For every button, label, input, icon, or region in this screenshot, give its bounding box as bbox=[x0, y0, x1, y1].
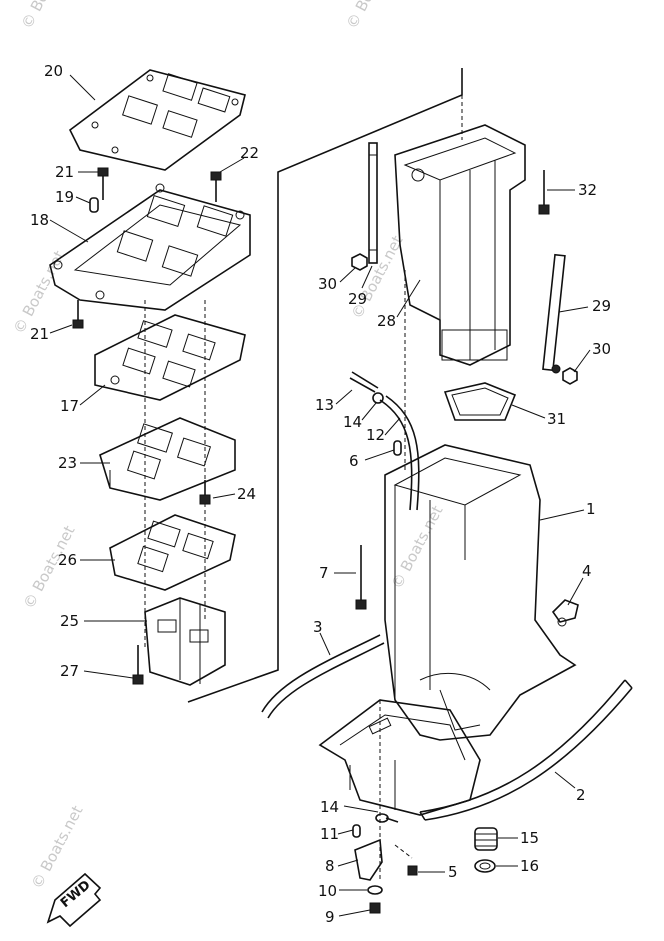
part-28-exhaust-housing bbox=[394, 124, 526, 366]
part-5-screw bbox=[394, 844, 418, 876]
part-21-bolt-top bbox=[97, 167, 109, 200]
callout-9: 9 bbox=[325, 908, 335, 926]
part-7-bolt bbox=[355, 545, 367, 610]
part-lower-extension bbox=[318, 699, 481, 816]
part-18-exhaust-plate bbox=[49, 183, 251, 311]
callout-12: 12 bbox=[366, 426, 385, 444]
part-14-seal-bottom bbox=[375, 813, 399, 823]
callout-10: 10 bbox=[318, 882, 337, 900]
part-13-grommet bbox=[349, 371, 379, 393]
part-21-bolt-bottom bbox=[72, 300, 84, 329]
frame-left-bracket bbox=[187, 68, 463, 703]
part-1-upper-casing bbox=[384, 444, 577, 741]
callout-27: 27 bbox=[60, 662, 79, 680]
part-25-exhaust-block bbox=[144, 597, 226, 686]
part-4-anode bbox=[551, 599, 579, 627]
part-6-pin bbox=[393, 440, 402, 456]
part-24-bolt bbox=[199, 480, 211, 505]
callout-30-right: 30 bbox=[592, 340, 611, 358]
callout-1: 1 bbox=[586, 500, 596, 518]
watermark-top-left: © Boats.net bbox=[18, 0, 77, 32]
callout-2: 2 bbox=[576, 786, 586, 804]
part-8-water-inlet bbox=[354, 838, 383, 881]
callout-8: 8 bbox=[325, 857, 335, 875]
callout-21-top: 21 bbox=[55, 163, 74, 181]
part-3-seal-strip bbox=[261, 634, 385, 719]
part-30-nut-right bbox=[562, 367, 578, 385]
callout-15: 15 bbox=[520, 829, 539, 847]
callout-26: 26 bbox=[58, 551, 77, 569]
part-2-seal-strip bbox=[419, 679, 633, 821]
callout-6: 6 bbox=[349, 452, 359, 470]
part-15-filter bbox=[474, 827, 498, 851]
part-10-washer bbox=[367, 885, 383, 895]
callout-29-right: 29 bbox=[592, 297, 611, 315]
part-23-guide-plate bbox=[99, 417, 236, 501]
callout-20: 20 bbox=[44, 62, 63, 80]
part-30-nut-left bbox=[351, 253, 368, 271]
callout-5: 5 bbox=[448, 863, 458, 881]
callout-3: 3 bbox=[313, 618, 323, 636]
part-20-top-gasket bbox=[68, 69, 246, 171]
callout-25: 25 bbox=[60, 612, 79, 630]
callout-13: 13 bbox=[315, 396, 334, 414]
callout-16: 16 bbox=[520, 857, 539, 875]
watermark-center-lower: © Boats.net bbox=[388, 503, 447, 592]
part-26-gasket bbox=[109, 514, 236, 591]
callout-24: 24 bbox=[237, 485, 256, 503]
callout-30-left: 30 bbox=[318, 275, 337, 293]
callout-labels: 20 21 19 22 18 21 17 23 24 26 25 27 30 2… bbox=[30, 62, 611, 926]
part-29-stud-right bbox=[542, 253, 566, 374]
callout-4: 4 bbox=[582, 562, 592, 580]
part-14-seal-top bbox=[372, 392, 384, 404]
callout-11: 11 bbox=[320, 825, 339, 843]
callout-17: 17 bbox=[60, 397, 79, 415]
callout-31: 31 bbox=[547, 410, 566, 428]
callout-7: 7 bbox=[319, 564, 329, 582]
part-31-gasket bbox=[443, 382, 517, 421]
part-27-bolt bbox=[132, 645, 144, 685]
callout-19: 19 bbox=[55, 188, 74, 206]
callout-29-left: 29 bbox=[348, 290, 367, 308]
part-9-screw bbox=[369, 902, 381, 914]
watermark-top-right: © Boats.net bbox=[343, 0, 402, 32]
fwd-arrow: FWD bbox=[46, 872, 102, 928]
callout-23: 23 bbox=[58, 454, 77, 472]
part-22-bolt bbox=[210, 171, 222, 202]
watermarks: © Boats.net © Boats.net © Boats.net © Bo… bbox=[10, 0, 447, 892]
callout-32: 32 bbox=[578, 181, 597, 199]
part-29-stud-left bbox=[368, 142, 378, 264]
part-32-bolt bbox=[538, 170, 550, 215]
callout-21-bottom: 21 bbox=[30, 325, 49, 343]
callout-14-bottom: 14 bbox=[320, 798, 339, 816]
leader-lines bbox=[49, 74, 591, 917]
callout-28: 28 bbox=[377, 312, 396, 330]
part-17-gasket bbox=[94, 314, 246, 401]
watermark-bottom-left: © Boats.net bbox=[28, 803, 87, 892]
callout-18: 18 bbox=[30, 211, 49, 229]
callout-14-top: 14 bbox=[343, 413, 362, 431]
part-11-pin bbox=[352, 824, 361, 838]
part-16-ring bbox=[474, 859, 496, 873]
callout-22: 22 bbox=[240, 144, 259, 162]
part-19-pin bbox=[89, 197, 99, 213]
